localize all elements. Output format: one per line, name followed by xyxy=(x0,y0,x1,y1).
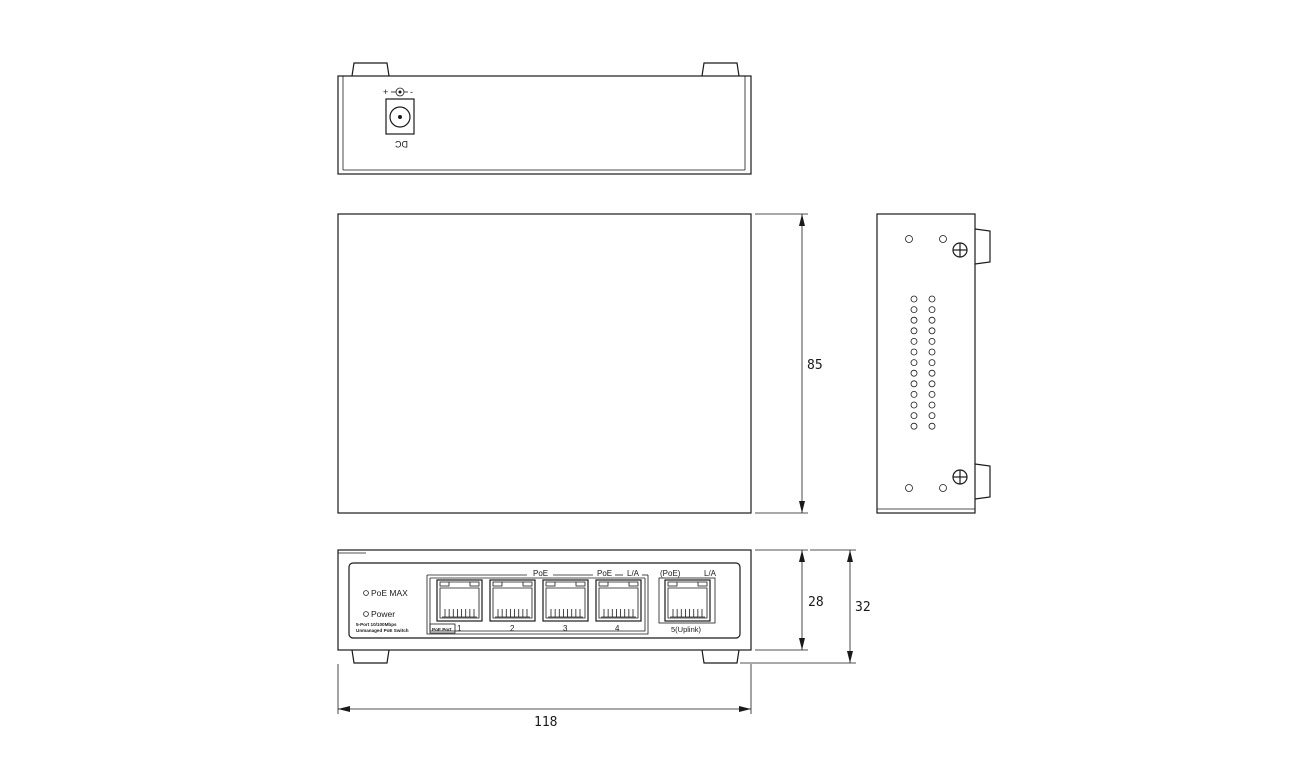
vent-hole xyxy=(928,401,936,409)
power-led-label: Power xyxy=(371,609,395,619)
rj45-port xyxy=(436,579,483,622)
top-cover-outline xyxy=(337,213,752,514)
vent-hole xyxy=(928,316,936,324)
poe-max-led-label: PoE MAX xyxy=(371,588,408,598)
side-panel-outline xyxy=(876,213,976,514)
total-height-dimension-label: 32 xyxy=(855,600,871,615)
rear-panel-outline xyxy=(337,75,752,175)
front-foot-left xyxy=(351,649,390,664)
rj45-port xyxy=(664,579,711,622)
vent-hole xyxy=(928,422,936,430)
vent-hole xyxy=(910,295,918,303)
vent-hole xyxy=(928,359,936,367)
dc-minus-label: - xyxy=(410,87,413,97)
mount-hole xyxy=(905,484,913,492)
front-label-area xyxy=(348,562,741,639)
port-number-1: 1 xyxy=(457,624,462,633)
model-line-2: Unmanaged PoE Switch xyxy=(356,628,409,633)
dc-jack: + - DC xyxy=(383,87,415,149)
rj45-port xyxy=(542,579,589,622)
vent-hole xyxy=(910,401,918,409)
front-view: PoE MAX Power 5-Port 10/100Mbps Unmanage… xyxy=(337,549,871,730)
vent-hole xyxy=(928,327,936,335)
front-panel-outline xyxy=(337,549,752,651)
port-number-4: 4 xyxy=(615,624,620,633)
vent-hole xyxy=(910,306,918,314)
poe-group-label-2: PoE xyxy=(597,569,612,578)
poe-port-tag: PoE Port xyxy=(432,627,452,632)
port-number-2: 2 xyxy=(510,624,515,633)
rj45-ports xyxy=(436,579,711,622)
poe-port-group: PoE PoE L/A PoE Port xyxy=(426,569,649,635)
rj45-port xyxy=(489,579,536,622)
uplink-poe-label: (PoE) xyxy=(660,569,681,578)
uplink-port-label: 5(Uplink) xyxy=(671,625,702,634)
vent-hole xyxy=(910,380,918,388)
vent-hole xyxy=(910,390,918,398)
poe-group-label: PoE xyxy=(533,569,548,578)
screw-icon xyxy=(952,469,968,485)
vent-hole xyxy=(910,348,918,356)
rj45-port xyxy=(595,579,642,622)
vent-hole xyxy=(928,412,936,420)
vent-hole xyxy=(910,337,918,345)
side-view xyxy=(876,213,991,514)
vent-hole xyxy=(910,359,918,367)
mount-hole xyxy=(939,235,947,243)
depth-dimension-label: 85 xyxy=(807,358,823,373)
vent-hole xyxy=(928,295,936,303)
screw-icon xyxy=(952,242,968,258)
side-foot-bottom xyxy=(974,463,991,500)
power-led xyxy=(363,611,369,617)
top-view: 85 xyxy=(337,213,823,514)
rear-foot-right xyxy=(701,62,740,77)
vent-hole xyxy=(910,369,918,377)
poe-max-led xyxy=(363,590,369,596)
dc-plus-label: + xyxy=(383,87,388,97)
vent-hole xyxy=(928,380,936,388)
vent-holes xyxy=(910,295,936,430)
uplink-port-group: (PoE) L/A 5(Uplink) xyxy=(658,569,717,634)
vent-hole xyxy=(928,306,936,314)
vent-hole xyxy=(928,348,936,356)
front-foot-right xyxy=(701,649,740,664)
side-foot-top xyxy=(974,228,991,265)
vent-hole xyxy=(910,327,918,335)
vent-hole xyxy=(928,390,936,398)
vent-hole xyxy=(928,369,936,377)
rear-foot-left xyxy=(351,62,390,77)
la-group-label: L/A xyxy=(627,569,640,578)
mount-hole xyxy=(939,484,947,492)
rear-view: + - DC xyxy=(337,62,752,175)
vent-hole xyxy=(910,412,918,420)
width-dimension-label: 118 xyxy=(534,715,557,730)
dc-label: DC xyxy=(395,139,408,149)
model-line-1: 5-Port 10/100Mbps xyxy=(356,622,397,627)
body-height-dimension-label: 28 xyxy=(808,595,824,610)
uplink-la-label: L/A xyxy=(704,569,717,578)
vent-hole xyxy=(910,316,918,324)
port-number-3: 3 xyxy=(563,624,568,633)
mount-hole xyxy=(905,235,913,243)
vent-hole xyxy=(910,422,918,430)
vent-hole xyxy=(928,337,936,345)
